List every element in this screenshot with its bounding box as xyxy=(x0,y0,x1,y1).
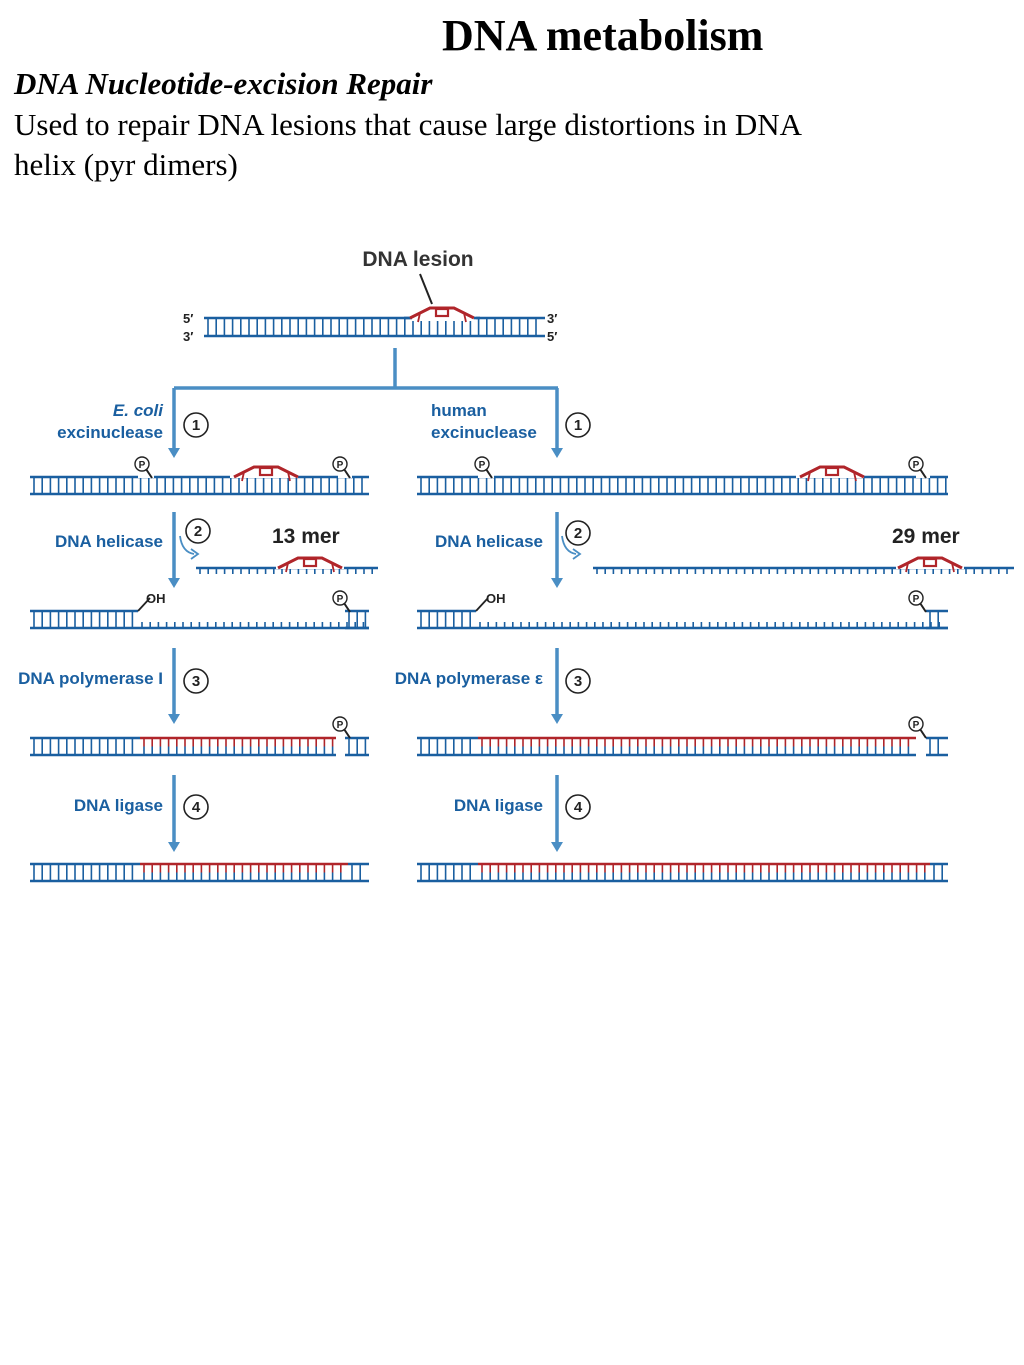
three-prime-label-bottom-left: 3′ xyxy=(183,329,193,344)
dna-strands xyxy=(30,273,1014,883)
human-hydroxyl-label: OH xyxy=(486,591,506,606)
human-phosphate-2: P xyxy=(908,456,927,479)
human-step-3-badge: 3 xyxy=(565,668,591,694)
page-title: DNA metabolism xyxy=(442,11,764,60)
ecoli-row1-duplex xyxy=(30,459,369,496)
ecoli-helicase-curl xyxy=(179,535,200,560)
ecoli-row3-gapped xyxy=(30,597,369,630)
svg-text:P: P xyxy=(337,460,344,471)
human-excinuclease-label-line2: excinuclease xyxy=(431,423,537,442)
svg-text:P: P xyxy=(337,594,344,605)
three-prime-label-top-right: 3′ xyxy=(547,311,557,326)
svg-text:4: 4 xyxy=(574,799,583,816)
svg-text:1: 1 xyxy=(192,417,200,434)
ecoli-phosphate-3: P xyxy=(332,590,351,613)
ecoli-excinuclease-label-line2: excinuclease xyxy=(57,423,163,442)
human-phosphate-1: P xyxy=(474,456,493,479)
ecoli-row4-filled xyxy=(30,736,369,757)
svg-text:P: P xyxy=(337,720,344,731)
human-arrow-step2 xyxy=(551,512,563,588)
svg-text:3: 3 xyxy=(574,673,582,690)
ecoli-arrow-step4 xyxy=(168,775,180,852)
ecoli-arrow-step1 xyxy=(168,388,180,458)
ecoli-phosphate-2: P xyxy=(332,456,351,479)
phosphate-markers: P P P P P P P P xyxy=(134,456,927,739)
human-ligase-label: DNA ligase xyxy=(454,796,543,815)
svg-text:4: 4 xyxy=(192,799,201,816)
human-29mer-label: 29 mer xyxy=(892,525,960,548)
ecoli-step-3-badge: 3 xyxy=(183,668,209,694)
human-excinuclease-label-line1: human xyxy=(431,401,487,420)
human-row3-gapped xyxy=(417,597,948,630)
dna-lesion-label: DNA lesion xyxy=(362,248,473,271)
human-29mer-fragment xyxy=(593,550,1014,574)
svg-text:P: P xyxy=(139,460,146,471)
human-helicase-curl xyxy=(561,535,582,560)
ecoli-13mer-fragment xyxy=(196,550,378,574)
ecoli-arrow-step3 xyxy=(168,648,180,724)
ecoli-phosphate-1: P xyxy=(134,456,153,479)
ecoli-step-4-badge: 4 xyxy=(183,794,209,820)
human-phosphate-3: P xyxy=(908,590,927,613)
svg-text:2: 2 xyxy=(194,523,202,540)
ecoli-step-1-badge: 1 xyxy=(183,412,209,438)
human-row1-duplex xyxy=(417,459,948,496)
ecoli-hydroxyl-label: OH xyxy=(146,591,166,606)
step-arrows xyxy=(168,348,582,852)
ecoli-oh-tail xyxy=(137,597,151,612)
ecoli-13mer-label: 13 mer xyxy=(272,525,340,548)
ecoli-phosphate-4: P xyxy=(332,716,351,739)
ecoli-polymerase-label: DNA polymerase I xyxy=(18,669,163,688)
svg-text:P: P xyxy=(479,460,486,471)
description-line-1: Used to repair DNA lesions that cause la… xyxy=(14,107,803,142)
description-line-2: helix (pyr dimers) xyxy=(14,147,238,182)
svg-text:P: P xyxy=(913,720,920,731)
human-arrow-step3 xyxy=(551,648,563,724)
human-arrow-step1 xyxy=(551,388,563,458)
lesion-pointer xyxy=(419,273,433,305)
human-arrow-step4 xyxy=(551,775,563,852)
ecoli-step-2-badge: 2 xyxy=(185,518,211,544)
human-step-1-badge: 1 xyxy=(565,412,591,438)
human-polymerase-label: DNA polymerase ε xyxy=(395,669,543,688)
human-phosphate-4: P xyxy=(908,716,927,739)
ecoli-helicase-label: DNA helicase xyxy=(55,532,163,551)
ecoli-ligase-label: DNA ligase xyxy=(74,796,163,815)
human-row5-ligated xyxy=(417,862,948,883)
section-subtitle: DNA Nucleotide-excision Repair xyxy=(14,66,433,101)
top-dna-duplex xyxy=(204,273,545,338)
svg-text:P: P xyxy=(913,460,920,471)
human-step-2-badge: 2 xyxy=(565,520,591,546)
svg-text:3: 3 xyxy=(192,673,200,690)
ecoli-row5-ligated xyxy=(30,862,369,883)
five-prime-label-bottom-right: 5′ xyxy=(547,329,557,344)
human-row4-filled xyxy=(417,736,948,757)
human-helicase-label: DNA helicase xyxy=(435,532,543,551)
svg-text:P: P xyxy=(913,594,920,605)
human-step-4-badge: 4 xyxy=(565,794,591,820)
human-oh-tail xyxy=(475,597,489,612)
ecoli-excinuclease-label-line1: E. coli xyxy=(113,401,164,420)
svg-text:1: 1 xyxy=(574,417,582,434)
svg-text:2: 2 xyxy=(574,525,582,542)
five-prime-label-top-left: 5′ xyxy=(183,311,193,326)
ecoli-arrow-step2 xyxy=(168,512,180,588)
